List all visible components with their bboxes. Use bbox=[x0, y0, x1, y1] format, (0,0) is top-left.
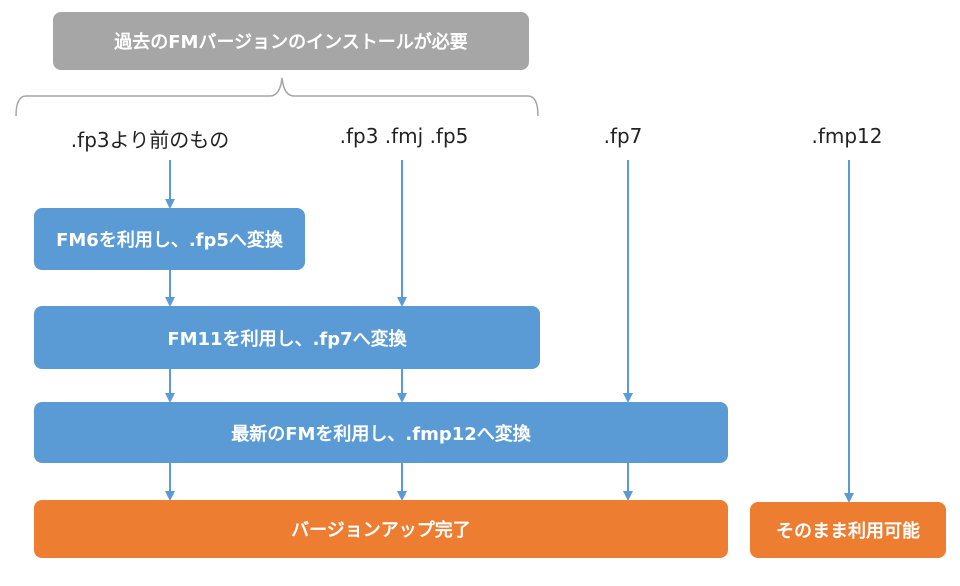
result-upgrade-done-label: バージョンアップ完了 bbox=[291, 520, 471, 541]
step-latest-label: 最新のFMを利用し、.fmp12へ変換 bbox=[231, 423, 531, 445]
step-fm11-box: FM11を利用し、.fp7へ変換 bbox=[34, 306, 540, 369]
legacy-install-required-label: 過去のFMバージョンのインストールが必要 bbox=[114, 32, 468, 53]
step-fm6-box: FM6を利用し、.fp5へ変換 bbox=[34, 208, 305, 270]
step-latest-box: 最新のFMを利用し、.fmp12へ変換 bbox=[34, 402, 728, 463]
result-usable-as-is-label: そのまま利用可能 bbox=[776, 521, 920, 542]
filetype-fmp12: .fmp12 bbox=[811, 124, 883, 148]
filetype-fp7: .fp7 bbox=[603, 124, 643, 148]
result-usable-as-is-box: そのまま利用可能 bbox=[750, 502, 946, 558]
legacy-install-required-box: 過去のFMバージョンのインストールが必要 bbox=[53, 12, 529, 70]
header-brace bbox=[15, 77, 539, 117]
result-upgrade-done-box: バージョンアップ完了 bbox=[34, 500, 728, 558]
step-fm11-label: FM11を利用し、.fp7へ変換 bbox=[167, 328, 407, 350]
filetype-fp3-older: .fp3より前のもの bbox=[70, 128, 230, 152]
step-fm6-label: FM6を利用し、.fp5へ変換 bbox=[56, 230, 283, 251]
filetype-fp3-fmj-fp5: .fp3 .fmj .fp5 bbox=[339, 124, 469, 148]
